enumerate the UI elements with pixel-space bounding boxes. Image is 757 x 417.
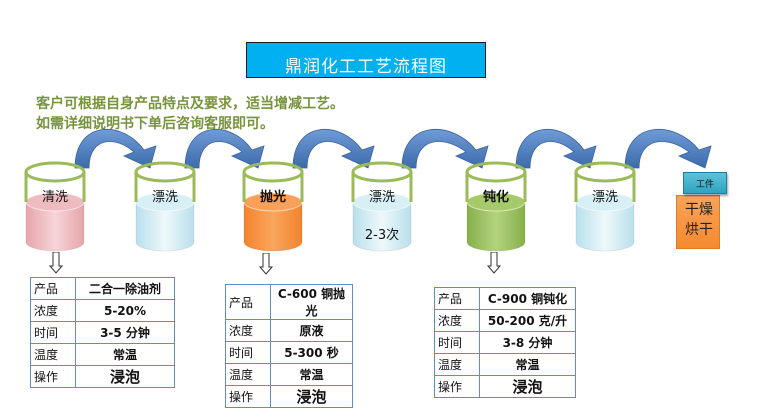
row-key: 浓度 xyxy=(30,299,76,322)
tank-3 xyxy=(242,161,304,252)
tank-liquid xyxy=(466,201,526,252)
tank-rim xyxy=(134,161,196,183)
row-value: 5-20% xyxy=(75,299,175,322)
row-key: 操作 xyxy=(30,365,76,388)
down-arrow-icon xyxy=(48,251,64,274)
table-row: 温度常温 xyxy=(225,363,353,386)
row-key: 操作 xyxy=(225,385,271,408)
tank-liquid xyxy=(25,201,85,252)
row-value: 3-8 分钟 xyxy=(479,331,576,354)
flow-arrow-2 xyxy=(184,129,265,169)
row-key: 温度 xyxy=(225,363,271,386)
diagram-title: 鼎润化工工艺流程图 xyxy=(285,56,447,77)
row-value: 浸泡 xyxy=(270,385,353,408)
row-key: 时间 xyxy=(434,331,480,354)
flow-arrow-3 xyxy=(292,129,375,169)
table-row: 浓度原液 xyxy=(225,319,353,342)
row-value: 二合一除油剂 xyxy=(75,277,175,300)
row-key: 产品 xyxy=(30,277,76,300)
table-row: 温度常温 xyxy=(30,343,175,366)
step-sublabel-4: 2-3次 xyxy=(364,228,400,243)
tank-rim xyxy=(574,161,636,183)
flow-arrow-5 xyxy=(515,129,597,169)
note-line-1: 客户可根据自身产品特点及要求，适当增减工艺。 xyxy=(36,96,344,112)
row-value: 常温 xyxy=(270,363,353,386)
tank-5 xyxy=(465,161,527,252)
row-key: 浓度 xyxy=(434,309,480,332)
workpiece-tag-label: 工件 xyxy=(695,179,714,190)
row-value: 5-300 秒 xyxy=(270,341,353,364)
tank-1 xyxy=(24,161,86,252)
table-row: 操作浸泡 xyxy=(225,385,353,408)
step-label-2: 漂洗 xyxy=(151,190,178,205)
step-label-4: 漂洗 xyxy=(368,190,395,205)
tank-rim xyxy=(465,161,527,183)
row-key: 温度 xyxy=(434,353,480,376)
drying-label-line2: 烘干 xyxy=(685,222,713,238)
drying-box xyxy=(676,195,720,249)
row-value: 浸泡 xyxy=(75,365,175,388)
down-arrow-icon xyxy=(258,252,274,275)
row-value: 浸泡 xyxy=(479,375,576,398)
table-row: 产品二合一除油剂 xyxy=(30,277,175,300)
workpiece-tag: 工件 xyxy=(683,172,727,194)
tank-6 xyxy=(574,161,636,252)
down-arrow-icon xyxy=(486,251,502,274)
row-key: 操作 xyxy=(434,375,480,398)
diagram-title-box: 鼎润化工工艺流程图 xyxy=(246,42,486,78)
table-row: 温度常温 xyxy=(434,353,576,376)
tank-rim xyxy=(242,161,304,183)
table-row: 操作浸泡 xyxy=(30,365,175,388)
note-line-2: 如需详细说明书下单后咨询客服即可。 xyxy=(36,116,274,132)
row-value: 常温 xyxy=(75,343,175,366)
flow-arrow-1 xyxy=(74,129,157,169)
step-label-6: 漂洗 xyxy=(591,190,618,205)
row-value: 原液 xyxy=(270,319,353,342)
row-key: 产品 xyxy=(434,287,480,310)
row-value: C-900 铜钝化 xyxy=(479,287,576,310)
row-key: 时间 xyxy=(225,341,271,364)
step-label-5: 钝化 xyxy=(482,190,509,205)
step-label-3: 抛光 xyxy=(259,190,286,205)
row-key: 浓度 xyxy=(225,319,271,342)
row-key: 产品 xyxy=(225,284,271,320)
flow-arrow-6 xyxy=(624,129,712,169)
row-value: C-600 铜抛光 xyxy=(270,284,353,320)
drying-label-line1: 干燥 xyxy=(685,202,713,218)
tank-4 xyxy=(351,161,413,252)
flow-arrow-4 xyxy=(401,129,489,169)
tank-liquid xyxy=(135,201,195,252)
tank-liquid xyxy=(352,201,412,252)
tank-liquid xyxy=(575,201,635,252)
tank-2 xyxy=(134,161,196,252)
drying-label: 干燥 烘干 xyxy=(678,200,720,240)
row-value: 常温 xyxy=(479,353,576,376)
table-row: 操作浸泡 xyxy=(434,375,576,398)
tank-liquid xyxy=(243,201,303,252)
tank-rim xyxy=(24,161,86,183)
row-key: 时间 xyxy=(30,321,76,344)
step-label-1: 清洗 xyxy=(41,190,68,205)
tank-rim xyxy=(351,161,413,183)
row-value: 3-5 分钟 xyxy=(75,321,175,344)
row-key: 温度 xyxy=(30,343,76,366)
row-value: 50-200 克/升 xyxy=(479,309,576,332)
